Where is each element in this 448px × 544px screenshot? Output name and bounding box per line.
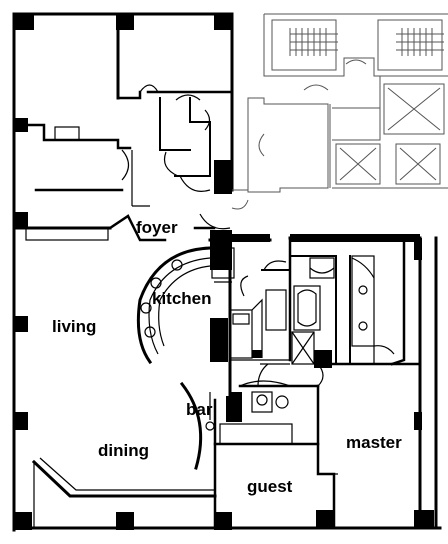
bar-area [179, 380, 320, 530]
room-label-foyer: foyer [136, 218, 178, 237]
room-labels: foyer kitchen living bar dining master g… [52, 218, 402, 496]
room-label-dining: dining [98, 441, 149, 460]
upper-left-rooms [12, 84, 234, 207]
room-label-bar: bar [186, 400, 213, 419]
building-core [231, 13, 448, 210]
room-label-living: living [52, 317, 96, 336]
guest-room [257, 363, 290, 387]
master-suite [261, 236, 422, 530]
room-label-guest: guest [247, 477, 293, 496]
room-label-kitchen: kitchen [152, 289, 212, 308]
structural-columns [14, 14, 434, 530]
living-area-walls [12, 213, 231, 528]
room-label-master: master [346, 433, 402, 452]
